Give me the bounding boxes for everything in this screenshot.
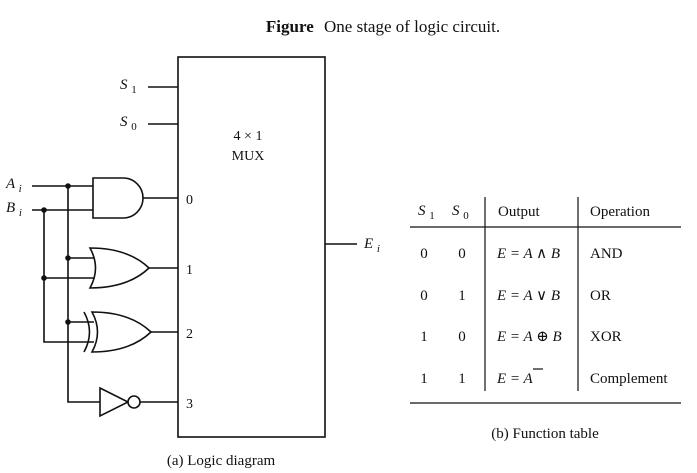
junction-a-3 [65,319,71,325]
header-s1-sub: 1 [429,210,435,222]
mux-input-3: 3 [186,397,193,412]
figure-title: Figure One stage of logic circuit. [266,17,500,36]
select-label-s1: S 1 [120,77,137,96]
logic-diagram: 4 × 1 MUX S 1 S 0 A i B i [5,56,380,469]
junction-a-2 [65,255,71,261]
wire-b-bus [43,210,94,343]
mux-input-0: 0 [186,193,193,208]
row-1-s0: 0 [458,246,466,262]
select-s1-base: S [120,77,128,93]
input-label-b: B i [6,200,22,219]
row-4-output: E = A [496,371,534,387]
row-3-operation: XOR [590,329,622,345]
select-s0-base: S [120,114,128,130]
mux-input-2: 2 [186,327,193,342]
junction-b-1 [41,207,47,213]
row-3-s0: 0 [458,329,466,345]
junction-b-2 [41,275,47,281]
row-2-s0: 1 [458,288,466,304]
mux-input-1: 1 [186,263,193,278]
row-1-s1: 0 [420,246,428,262]
mux-block [177,56,326,438]
figure-label: Figure [266,17,314,36]
logic-diagram-caption: (a) Logic diagram [167,453,276,469]
mux-size-label: 4 × 1 [234,129,263,144]
select-s0-sub: 0 [131,121,137,133]
figure-caption: One stage of logic circuit. [324,17,500,36]
xor-gate-input-arc [83,311,91,353]
row-2-s1: 0 [420,288,428,304]
row-1-operation: AND [590,246,623,262]
function-table-caption: (b) Function table [491,426,599,442]
input-a-sub: i [19,183,22,195]
input-b-base: B [6,200,15,216]
row-2-output: E = A ∨ B [496,288,560,304]
header-s0-sub: 0 [463,210,469,222]
header-s0: S 0 [452,203,469,222]
input-b-sub: i [19,207,22,219]
header-s0-base: S [452,203,460,219]
input-label-a: A i [5,176,22,195]
output-label: E i [363,236,380,255]
row-3-output: E = A ⊕ B [496,329,562,345]
row-4-s0: 1 [458,371,466,387]
row-1-output: E = A ∧ B [496,246,560,262]
output-base: E [363,236,373,252]
header-s1: S 1 [418,203,435,222]
row-2-operation: OR [590,288,611,304]
select-s1-sub: 1 [131,84,137,96]
header-operation: Operation [590,204,650,220]
row-3-s1: 1 [420,329,428,345]
header-s1-base: S [418,203,426,219]
and-gate [92,177,144,219]
header-output: Output [498,204,541,220]
mux-name-label: MUX [232,149,265,164]
xor-gate [90,311,153,353]
not-gate [99,386,130,418]
row-4-operation: Complement [590,371,668,387]
or-gate [88,247,151,289]
row-4-s1: 1 [420,371,428,387]
junction-a-1 [65,183,71,189]
input-a-base: A [5,176,16,192]
function-table: S 1 S 0 Output Operation 0 0 E = A ∧ B A… [410,197,681,442]
select-label-s0: S 0 [120,114,137,133]
not-gate-bubble [127,395,141,409]
output-sub: i [377,243,380,255]
